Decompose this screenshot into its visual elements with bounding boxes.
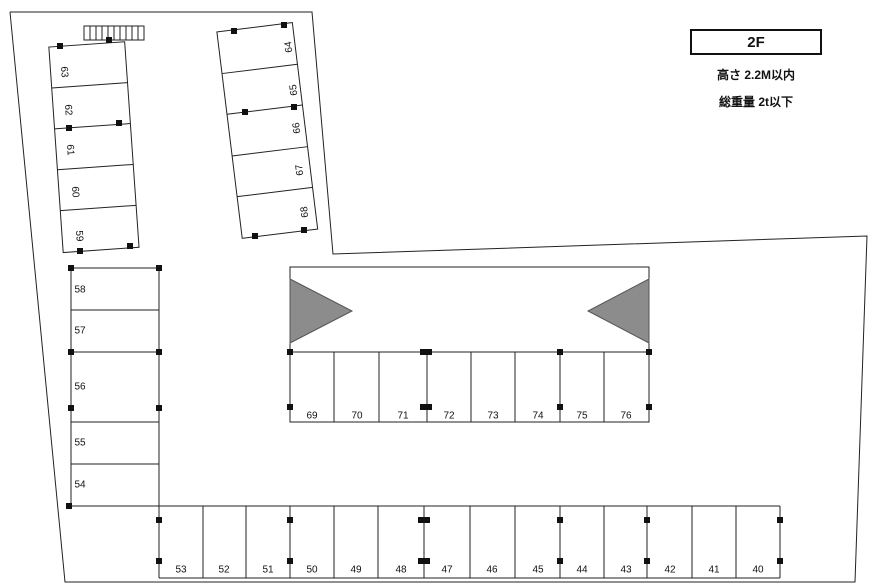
- space-number: 67: [294, 163, 306, 176]
- ramp-triangle-right: [586, 278, 650, 344]
- space-number: 66: [291, 121, 303, 134]
- pillars: [57, 22, 783, 564]
- space-number: 71: [397, 411, 409, 422]
- space-number: 55: [74, 438, 86, 449]
- space-number: 73: [487, 411, 499, 422]
- space-number: 40: [752, 565, 764, 576]
- space-number: 59: [73, 230, 85, 242]
- space-number: 61: [64, 144, 76, 156]
- space-number: 64: [283, 40, 295, 53]
- space-number: 47: [441, 565, 453, 576]
- space-number: 50: [306, 565, 318, 576]
- left-column-labels: 58 57 56 55 54: [74, 285, 86, 491]
- space-number: 58: [74, 285, 86, 296]
- floor-label: 2F: [747, 33, 765, 51]
- space-number: 76: [620, 411, 632, 422]
- space-number: 54: [74, 480, 86, 491]
- space-number: 62: [62, 104, 74, 116]
- space-number: 57: [74, 326, 86, 337]
- space-number: 70: [351, 411, 363, 422]
- space-number: 74: [532, 411, 544, 422]
- weight-limit-text: 総重量 2t以下: [718, 95, 793, 109]
- stair-hatch: [83, 25, 145, 41]
- bottom-row-block: [158, 505, 781, 579]
- space-number: 68: [299, 205, 311, 218]
- space-number: 65: [288, 83, 300, 96]
- space-number: 53: [175, 565, 187, 576]
- space-number: 60: [69, 186, 81, 198]
- space-number: 51: [262, 565, 274, 576]
- space-number: 44: [576, 565, 588, 576]
- space-number: 56: [74, 382, 86, 393]
- space-number: 72: [443, 411, 455, 422]
- floor-label-box: 2F: [690, 29, 822, 55]
- rotated-left-labels: 63 62 61 60 59: [58, 66, 85, 242]
- rotated-block-right: [216, 22, 319, 239]
- height-limit-text: 高さ 2.2M以内: [716, 68, 795, 82]
- space-number: 41: [708, 565, 720, 576]
- bottom-row-labels: 53 52 51 50 49 48 47 46 45 44 43 42 41 40: [175, 565, 764, 576]
- space-number: 63: [58, 66, 70, 78]
- space-number: 46: [486, 565, 498, 576]
- space-number: 48: [395, 565, 407, 576]
- building-outline: [9, 11, 868, 583]
- left-column-block: [70, 267, 160, 507]
- center-row-labels: 69 70 71 72 73 74 75 76: [306, 411, 632, 422]
- rotated-right-labels: 64 65 66 67 68: [283, 40, 311, 218]
- space-number: 45: [532, 565, 544, 576]
- space-number: 69: [306, 411, 318, 422]
- space-number: 75: [576, 411, 588, 422]
- space-number: 43: [620, 565, 632, 576]
- space-number: 52: [218, 565, 230, 576]
- ramp-triangle-left: [289, 278, 354, 344]
- center-row-block: [289, 351, 650, 423]
- space-number: 42: [664, 565, 676, 576]
- space-number: 49: [350, 565, 362, 576]
